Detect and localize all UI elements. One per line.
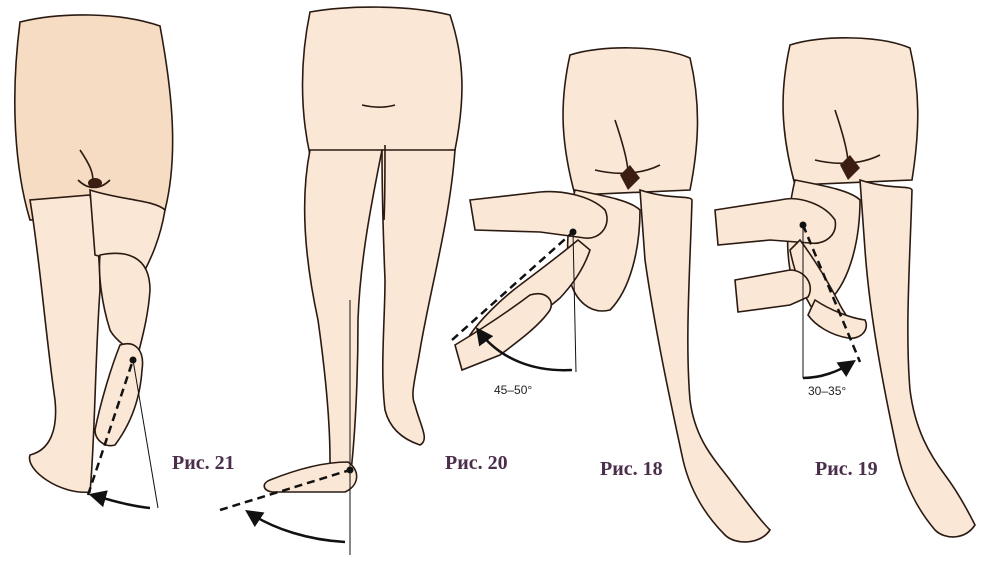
fig20-right-leg: [382, 150, 455, 445]
figure-21-drawing: [15, 15, 173, 492]
figure-18-angle-label: 45–50°: [494, 383, 532, 397]
fig18-standing-leg: [640, 190, 770, 542]
fig18-examiner-hand-top: [470, 192, 607, 239]
fig20-torso: [303, 7, 462, 155]
fig21-standing-leg: [30, 195, 100, 492]
figure-20-drawing: [264, 7, 462, 492]
figure-20-label: Рис. 20: [445, 452, 508, 475]
fig21-bent-calf: [99, 253, 150, 355]
figure-21-label: Рис. 21: [172, 452, 235, 475]
fig20-left-foot: [264, 462, 356, 492]
fig19-examiner-hand-ankle: [735, 270, 810, 312]
fig20-left-leg: [305, 150, 382, 481]
figure-18-label: Рис. 18: [600, 458, 663, 481]
fig21-torso: [15, 15, 173, 220]
fig19-standing-leg: [860, 180, 975, 537]
figure-19-label: Рис. 19: [815, 458, 878, 481]
figure-19-angle-label: 30–35°: [808, 384, 846, 398]
fig19-examiner-hand-top: [715, 199, 835, 245]
